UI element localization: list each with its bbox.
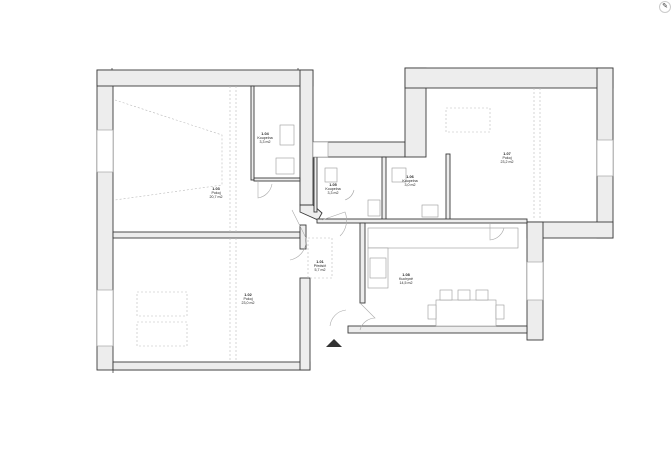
neighbour-wall <box>112 369 310 373</box>
roof-lines <box>114 86 541 362</box>
fixtures <box>275 124 519 327</box>
pencil-icon[interactable]: ✎ <box>659 1 671 13</box>
doors <box>257 181 505 331</box>
walls <box>96 67 614 371</box>
entrance-triangle-icon <box>326 339 342 347</box>
